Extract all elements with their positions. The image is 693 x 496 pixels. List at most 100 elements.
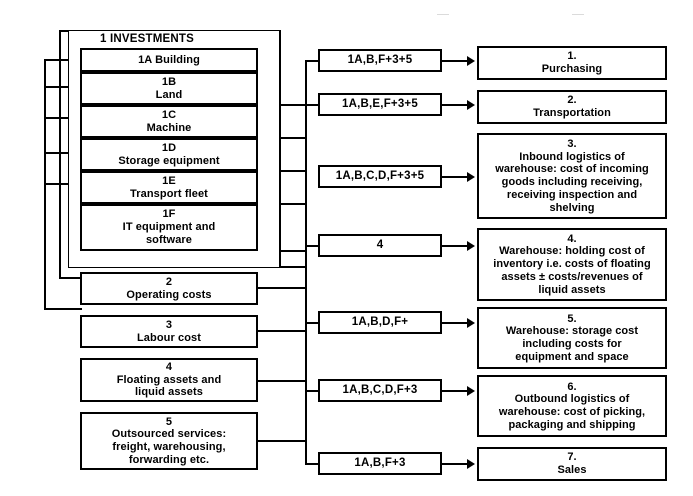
arrow-line-1	[442, 60, 469, 62]
cost-2-line-1: Operating costs	[126, 288, 212, 301]
process-box-3[interactable]: 3. Inbound logistics of warehouse: cost …	[477, 133, 667, 219]
investment-1e-line-0: 1E	[162, 174, 176, 187]
formula-box-2[interactable]: 1A,B,E,F+3+5	[318, 93, 442, 116]
arrow-line-2	[442, 104, 469, 106]
stub-bus-to-formula-4	[305, 245, 320, 247]
link-group-bottom-to-riser	[256, 266, 306, 268]
link-cost2-to-bus	[256, 287, 306, 289]
process-5-line-1: Warehouse: storage cost	[505, 325, 639, 338]
arrow-to-process-3	[467, 172, 475, 182]
arrow-line-4	[442, 245, 469, 247]
investment-box-1c[interactable]: 1C Machine	[80, 105, 258, 138]
scan-artifact	[572, 14, 584, 15]
investments-group-title: 1 INVESTMENTS	[100, 33, 194, 45]
formula-box-1[interactable]: 1A,B,F+3+5	[318, 49, 442, 72]
stub-bus-to-formula-6	[305, 390, 320, 392]
stub-bus-to-formula-7	[305, 463, 320, 465]
process-6-line-2: warehouse: cost of picking,	[498, 406, 646, 418]
arrow-to-process-1	[467, 56, 475, 66]
investment-1b-line-0: 1B	[161, 75, 177, 88]
link-cost4-to-bus	[256, 380, 306, 382]
process-5-line-0: 5.	[567, 312, 577, 325]
cost-2-line-0: 2	[165, 275, 173, 288]
investment-box-1b[interactable]: 1B Land	[80, 72, 258, 105]
scan-artifact	[437, 14, 449, 15]
link-1c-to-riser	[256, 137, 306, 139]
cost-5-line-2: freight, warehousing,	[112, 441, 226, 453]
cost-5-line-1: Outsourced services:	[111, 428, 227, 441]
process-box-5[interactable]: 5. Warehouse: storage cost including cos…	[477, 307, 667, 369]
investment-1c-line-1: Machine	[146, 121, 192, 134]
cost-box-4[interactable]: 4 Floating assets and liquid assets	[80, 358, 258, 402]
arrow-line-7	[442, 463, 469, 465]
process-box-6[interactable]: 6. Outbound logistics of warehouse: cost…	[477, 375, 667, 437]
process-1-line-0: 1.	[567, 50, 577, 63]
formula-4-text: 4	[376, 238, 384, 251]
formula-5-text: 1A,B,D,F+	[351, 315, 409, 328]
cost-box-3[interactable]: 3 Labour cost	[80, 315, 258, 348]
process-3-line-5: shelving	[549, 201, 595, 214]
process-4-line-1: Warehouse: holding cost of	[499, 245, 645, 258]
feedback-arm-1b	[44, 86, 80, 88]
investment-1f-line-0: 1F	[162, 208, 176, 221]
formula-box-6[interactable]: 1A,B,C,D,F+3	[318, 379, 442, 402]
cost-5-line-0: 5	[165, 415, 173, 428]
stub-bus-to-formula-2	[305, 104, 320, 106]
feedback-rail-outer	[44, 60, 46, 310]
cost-box-5[interactable]: 5 Outsourced services: freight, warehous…	[80, 412, 258, 470]
formula-box-5[interactable]: 1A,B,D,F+	[318, 311, 442, 334]
link-cost3-to-bus	[256, 330, 306, 332]
investment-1f-line-2: software	[145, 233, 193, 246]
feedback-rail-inner	[59, 30, 61, 279]
process-box-7[interactable]: 7. Sales	[477, 447, 667, 481]
formula-7-text: 1A,B,F+3	[354, 456, 406, 469]
process-3-line-0: 3.	[567, 137, 577, 150]
feedback-arm-1e	[44, 183, 80, 185]
investment-1a-line-0: 1A Building	[138, 53, 200, 66]
investment-box-1a[interactable]: 1A Building	[80, 48, 258, 72]
process-4-line-3: assets ± costs/revenues of	[501, 270, 643, 283]
arrow-to-process-2	[467, 100, 475, 110]
process-4-line-0: 4.	[567, 232, 577, 245]
formula-box-3[interactable]: 1A,B,C,D,F+3+5	[318, 165, 442, 188]
process-3-line-1: Inbound logistics of	[519, 150, 625, 163]
process-6-line-3: packaging and shipping	[508, 418, 636, 431]
arrow-to-process-6	[467, 386, 475, 396]
stub-bus-to-formula-5	[305, 322, 320, 324]
process-4-line-4: liquid assets	[538, 283, 606, 296]
cost-4-line-0: 4	[165, 360, 173, 373]
process-3-line-4: receiving inspection and	[506, 188, 638, 201]
feedback-rail-inner-bottom	[59, 277, 82, 279]
formula-box-7[interactable]: 1A,B,F+3	[318, 452, 442, 475]
feedback-arm-1a	[44, 59, 80, 61]
process-2-line-1: Transportation	[533, 107, 611, 119]
collector-riser-inner	[279, 30, 281, 268]
formula-box-4[interactable]: 4	[318, 234, 442, 257]
investment-1e-line-1: Transport fleet	[130, 187, 208, 200]
investment-box-1e[interactable]: 1E Transport fleet	[80, 171, 258, 204]
process-2-line-0: 2.	[567, 94, 577, 107]
cost-4-line-1: Floating assets and	[116, 373, 222, 386]
process-box-2[interactable]: 2. Transportation	[477, 90, 667, 124]
process-6-line-1: Outbound logistics of	[514, 393, 630, 406]
arrow-to-process-4	[467, 241, 475, 251]
process-box-4[interactable]: 4. Warehouse: holding cost of inventory …	[477, 228, 667, 301]
cost-3-line-1: Labour cost	[136, 331, 202, 344]
feedback-arm-1c	[44, 117, 80, 119]
process-box-1[interactable]: 1. Purchasing	[477, 46, 667, 80]
arrow-line-6	[442, 390, 469, 392]
investment-box-1f[interactable]: 1F IT equipment and software	[80, 204, 258, 251]
cost-5-line-3: forwarding etc.	[128, 453, 210, 466]
link-1b-to-riser	[256, 104, 306, 106]
link-cost5-to-bus	[256, 440, 306, 442]
arrow-line-5	[442, 322, 469, 324]
cost-box-2[interactable]: 2 Operating costs	[80, 272, 258, 305]
investment-1d-line-0: 1D	[161, 141, 177, 154]
investment-box-1d[interactable]: 1D Storage equipment	[80, 138, 258, 171]
process-1-line-1: Purchasing	[541, 63, 603, 75]
link-1f-to-riser	[256, 250, 306, 252]
feedback-arm-1d	[44, 152, 80, 154]
arrow-line-3	[442, 176, 469, 178]
process-5-line-3: equipment and space	[515, 350, 629, 363]
link-1e-to-riser	[256, 203, 306, 205]
